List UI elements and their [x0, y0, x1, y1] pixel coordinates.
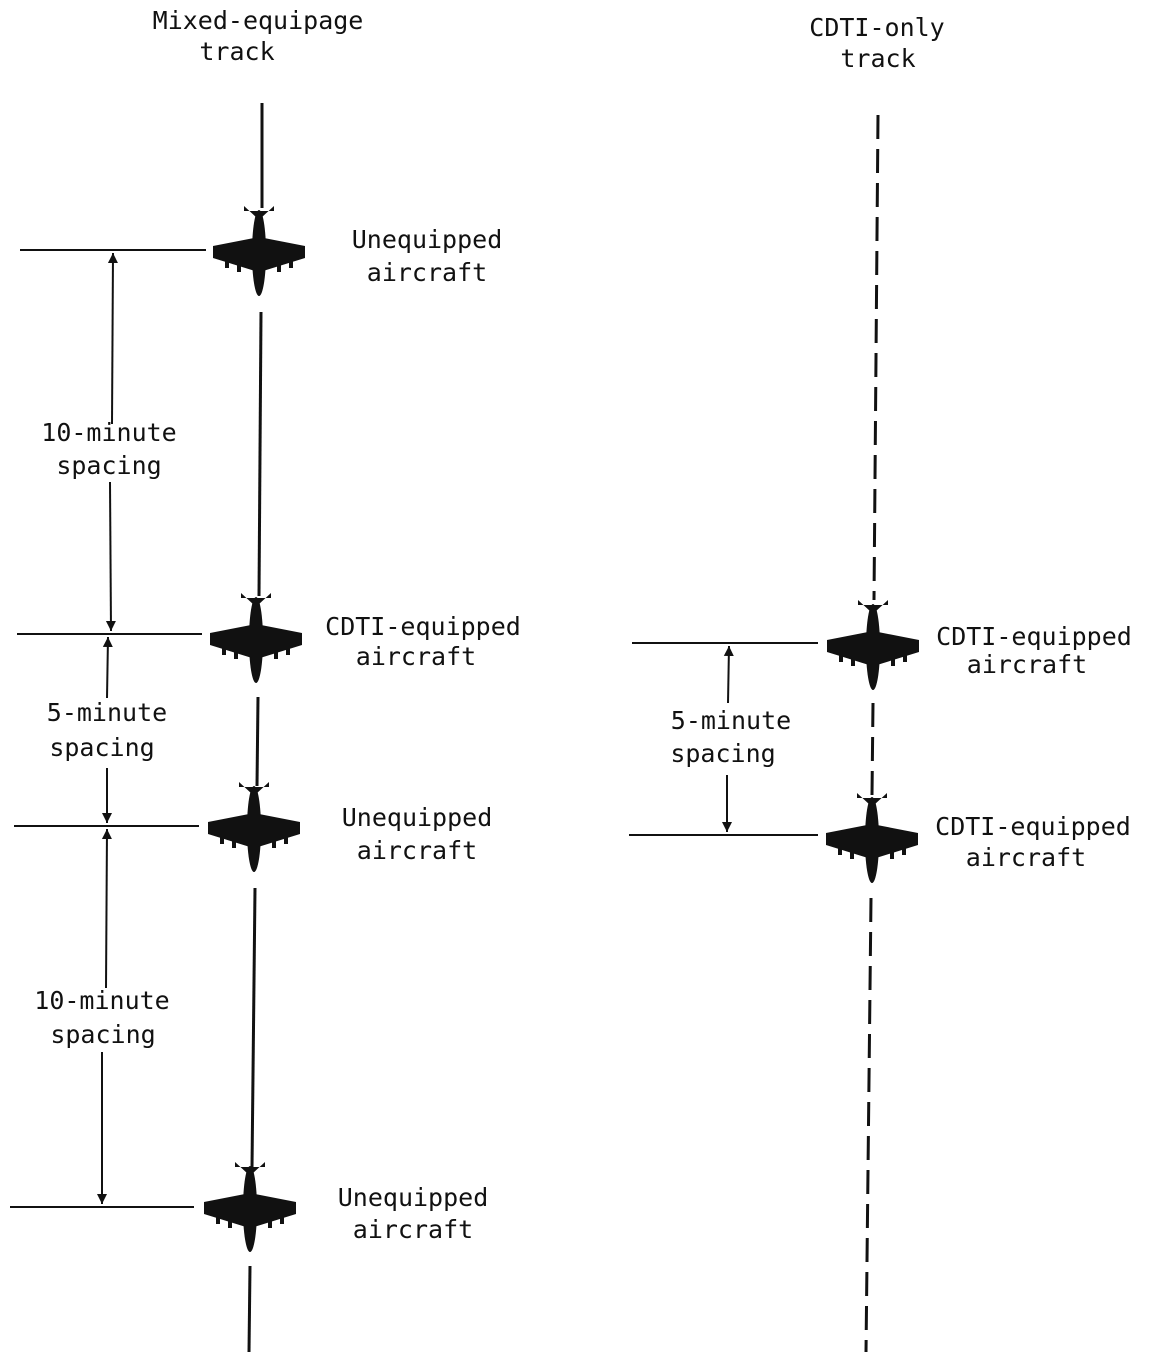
spacing-label-line1: 10-minute — [34, 986, 169, 1015]
aircraft-label-line1: CDTI-equipped — [325, 612, 521, 641]
aircraft-mixed-1: Unequipped aircraft — [213, 206, 502, 296]
aircraft-label-line2: aircraft — [357, 836, 477, 865]
aircraft-label-line1: Unequipped — [338, 1183, 489, 1212]
mixed-reference-lines — [10, 249, 206, 1208]
aircraft-label-line2: aircraft — [367, 258, 487, 287]
airplane-icon — [213, 206, 305, 296]
aircraft-label-line1: CDTI-equipped — [936, 622, 1132, 651]
aircraft-label-line2: aircraft — [356, 642, 476, 671]
spacing-label-line2: spacing — [50, 1020, 155, 1049]
spacing-label-line2: spacing — [670, 739, 775, 768]
aircraft-cdti-2: CDTI-equipped aircraft — [826, 793, 1131, 883]
spacing-mixed-2: 5-minute spacing — [47, 636, 167, 823]
aircraft-label-line2: aircraft — [353, 1215, 473, 1244]
dimension-arrow-up — [101, 828, 112, 989]
dimension-arrow-up — [107, 252, 118, 425]
cdti-track-title: CDTI-only track — [809, 13, 944, 73]
mixed-track-title-line1: Mixed-equipage — [153, 6, 364, 35]
aircraft-label-line2: aircraft — [966, 843, 1086, 872]
mixed-track-line — [247, 103, 264, 1352]
cdti-track-title-line2: track — [840, 44, 915, 73]
airplane-icon — [204, 1162, 296, 1252]
airplane-icon — [210, 593, 302, 683]
spacing-label-line2: spacing — [56, 451, 161, 480]
spacing-label-line1: 5-minute — [47, 698, 167, 727]
dimension-arrow-down — [105, 481, 116, 632]
mixed-track-title: Mixed-equipage track — [153, 6, 364, 66]
mixed-track-title-line2: track — [199, 37, 274, 66]
aircraft-mixed-3: Unequipped aircraft — [208, 782, 492, 872]
spacing-mixed-3: 10-minute spacing — [34, 828, 170, 1204]
spacing-label-line1: 10-minute — [41, 418, 176, 447]
aircraft-mixed-2: CDTI-equipped aircraft — [210, 593, 521, 683]
spacing-cdti-1: 5-minute spacing — [670, 645, 791, 832]
cdti-reference-lines — [629, 642, 818, 836]
aircraft-label-line1: Unequipped — [342, 803, 493, 832]
cdti-track-line — [864, 114, 880, 1352]
dimension-arrow-up — [102, 636, 113, 699]
dimension-arrow-up — [723, 645, 734, 704]
cdti-track-title-line1: CDTI-only — [809, 13, 944, 42]
spacing-label-line2: spacing — [49, 733, 154, 762]
aircraft-cdti-1: CDTI-equipped aircraft — [827, 600, 1132, 690]
spacing-label-line1: 5-minute — [671, 706, 791, 735]
aircraft-label-line1: CDTI-equipped — [935, 812, 1131, 841]
aircraft-label-line1: Unequipped — [352, 225, 503, 254]
aircraft-label-line2: aircraft — [967, 650, 1087, 679]
aircraft-mixed-4: Unequipped aircraft — [204, 1162, 488, 1252]
airplane-icon — [826, 793, 918, 883]
airplane-icon — [827, 600, 919, 690]
spacing-mixed-1: 10-minute spacing — [41, 252, 177, 632]
airplane-icon — [208, 782, 300, 872]
